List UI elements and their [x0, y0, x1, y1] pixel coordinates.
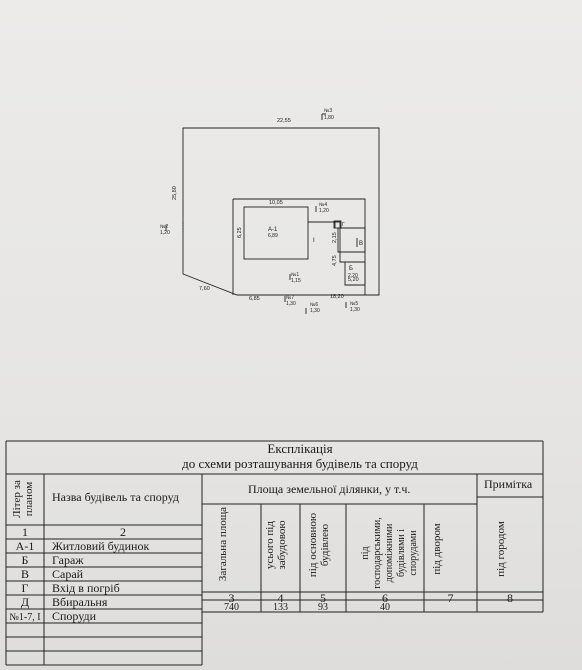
val-n5: 1,30	[350, 307, 360, 313]
val-n7: 1,30	[286, 301, 296, 307]
dim-small-h: 2,15	[332, 232, 338, 243]
val-n1: 1,15	[291, 278, 301, 284]
dim-bottom-left: 6,85	[249, 296, 260, 302]
label-n3: №3	[324, 108, 332, 114]
dim-house-w: 10,05	[269, 200, 283, 206]
label-house: А-1	[268, 227, 278, 233]
num-2: 2	[120, 525, 126, 539]
label-garage-area: 2,20	[348, 273, 358, 279]
col-litera-header: Літер за планом	[11, 480, 35, 518]
sub-total-header: Загальна площа	[217, 506, 229, 582]
dim-house-h: 6,25	[237, 227, 243, 238]
house-a1-outline	[243, 206, 309, 260]
shed-outline	[337, 227, 366, 253]
row-2-name: Гараж	[52, 553, 84, 567]
row-6-lit: №1-7, І	[9, 612, 41, 623]
val-aux: 40	[380, 602, 390, 613]
col-name-header: Назва будівель та споруд	[52, 490, 179, 504]
label-n4: №4	[319, 202, 327, 208]
label-n1: №1	[291, 272, 299, 278]
label-garage: Б	[349, 266, 353, 272]
num-1: 1	[22, 525, 28, 539]
row-1-name: Житловий будинок	[52, 539, 150, 553]
row-2-lit: Б	[21, 553, 29, 567]
dim-left: 25,80	[172, 186, 178, 200]
title-line1: Експлікація	[267, 441, 333, 456]
row-4-lit: Г	[21, 581, 29, 595]
val-n3: 1,80	[324, 115, 334, 121]
dim-top: 22,55	[277, 118, 291, 124]
dim-bottom-right: 18,20	[330, 294, 344, 300]
label-n6: №6	[310, 302, 318, 308]
val-n6: 1,30	[310, 308, 320, 314]
sub-aux-header: під господарськими, допоміжними будівлям…	[360, 517, 419, 589]
val-main: 93	[318, 602, 328, 613]
label-shed: В	[359, 241, 363, 247]
label-n5: №5	[350, 301, 358, 307]
val-n2: 1,20	[160, 230, 170, 236]
row-5-name: Вбиральня	[52, 595, 108, 609]
row-3-lit: В	[20, 567, 29, 581]
plot-boundary	[182, 127, 380, 296]
dim-b-width: 5,20	[348, 277, 359, 283]
label-n7: №7	[286, 295, 294, 301]
sub-built-header: усього під забудовою	[264, 520, 288, 570]
num-6: 6	[382, 591, 388, 605]
row-5-lit: Д	[20, 595, 30, 609]
val-total: 740	[224, 602, 239, 613]
site-plan: 22,55 25,80 7,60 6,85 18,20 10,05 6,25 4…	[160, 108, 380, 314]
val-built: 133	[273, 602, 288, 613]
garage-outline	[344, 261, 366, 286]
num-4: 4	[277, 591, 284, 605]
dim-inner-h: 4,75	[332, 255, 338, 266]
sub-yard-header: під двором	[431, 523, 443, 575]
dim-diag: 7,60	[199, 286, 210, 292]
num-7: 7	[447, 591, 454, 605]
cellar-entrance	[333, 220, 342, 229]
num-8: 8	[507, 591, 513, 605]
val-n4: 1,20	[319, 208, 329, 214]
col-area-header: Площа земельної ділянки, у т.ч.	[248, 482, 411, 496]
row-1-lit: А-1	[15, 539, 35, 553]
num-3: 3	[228, 591, 235, 605]
label-yard: I	[313, 238, 315, 244]
row-6-name: Споруди	[52, 609, 97, 623]
num-5: 5	[320, 591, 326, 605]
row-4-name: Вхід в погріб	[52, 581, 120, 595]
label-g: Г	[342, 222, 345, 228]
row-3-name: Сарай	[52, 567, 84, 581]
explication-title: Експлікація до схеми розташування будіве…	[150, 441, 450, 471]
sub-main-header: під основною будівлею	[307, 512, 331, 578]
col-note-header: Примітка	[484, 477, 533, 491]
label-n2: №2	[160, 224, 168, 230]
title-line2: до схеми розташування будівель та споруд	[182, 456, 418, 471]
sub-garden-header: під городом	[495, 521, 507, 577]
label-house-area: 6,89	[268, 233, 278, 239]
